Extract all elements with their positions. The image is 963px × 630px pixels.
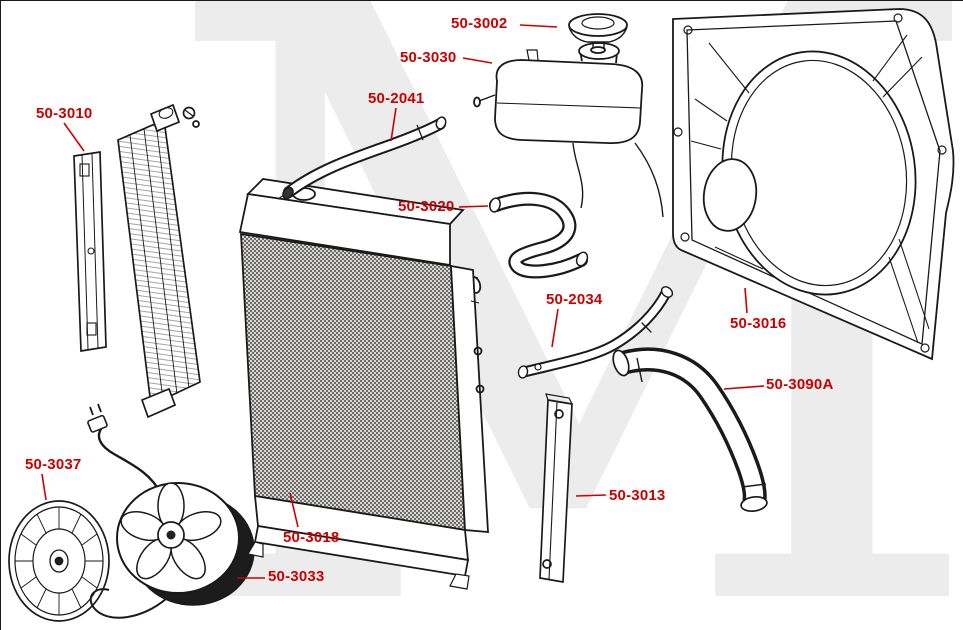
part-label-50-3002: 50-3002 xyxy=(451,15,508,32)
part-label-50-2034: 50-2034 xyxy=(546,291,603,308)
coolant-pipe-part xyxy=(517,286,674,379)
electric-fan-part xyxy=(89,428,255,619)
power-plug-part xyxy=(87,403,108,433)
part-label-50-2041: 50-2041 xyxy=(368,90,425,107)
lower-hose-part xyxy=(612,347,768,513)
mounting-bracket-part xyxy=(539,393,573,584)
expansion-tank-part xyxy=(473,42,664,218)
oil-cooler-part xyxy=(117,103,201,419)
part-label-50-3090A: 50-3090A xyxy=(766,376,834,393)
fan-shroud-part xyxy=(672,8,955,361)
radiator-cap-part xyxy=(568,13,628,54)
part-label-50-3013: 50-3013 xyxy=(609,487,666,504)
part-label-50-3030: 50-3030 xyxy=(400,49,457,66)
side-member-part xyxy=(73,151,107,352)
upper-hose-part xyxy=(282,116,447,200)
leader-lines xyxy=(41,24,765,579)
part-label-50-3018: 50-3018 xyxy=(283,529,340,546)
part-label-50-3016: 50-3016 xyxy=(730,315,787,332)
part-label-50-3020: 50-3020 xyxy=(398,198,455,215)
fan-clutch-part xyxy=(8,500,110,622)
formed-hose-part xyxy=(489,191,589,279)
part-label-50-3033: 50-3033 xyxy=(268,568,325,585)
part-label-50-3010: 50-3010 xyxy=(36,105,93,122)
radiator-part xyxy=(238,178,489,590)
part-label-50-3037: 50-3037 xyxy=(25,456,82,473)
